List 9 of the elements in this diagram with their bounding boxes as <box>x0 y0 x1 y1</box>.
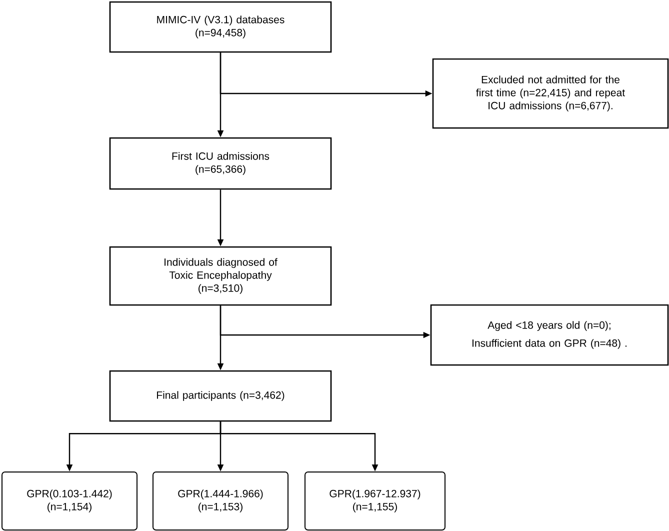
group-box: GPR(0.103-1.442) (n=1,154) <box>2 472 138 530</box>
process-box: MIMIC-IV (V3.1) databases (n=94,458) <box>109 1 332 53</box>
group-box: GPR(1.444-1.966) (n=1,153) <box>152 472 288 530</box>
process-box: First ICU admissions (n=65,366) <box>109 137 332 190</box>
process-box: Individuals diagnosed of Toxic Encephalopathy (n=3,510) <box>109 246 332 306</box>
process-box: Excluded not admitted for the first time (n=22,415) and repeat ICU admissions (n=6,677). <box>432 58 669 129</box>
process-box: Final participants (n=3,462) <box>109 370 332 422</box>
process-box: Aged <18 years old (n=0); Insufficient data on GPR (n=48) . <box>430 304 669 366</box>
group-box: GPR(1.967-12.937) (n=1,155) <box>304 472 446 530</box>
